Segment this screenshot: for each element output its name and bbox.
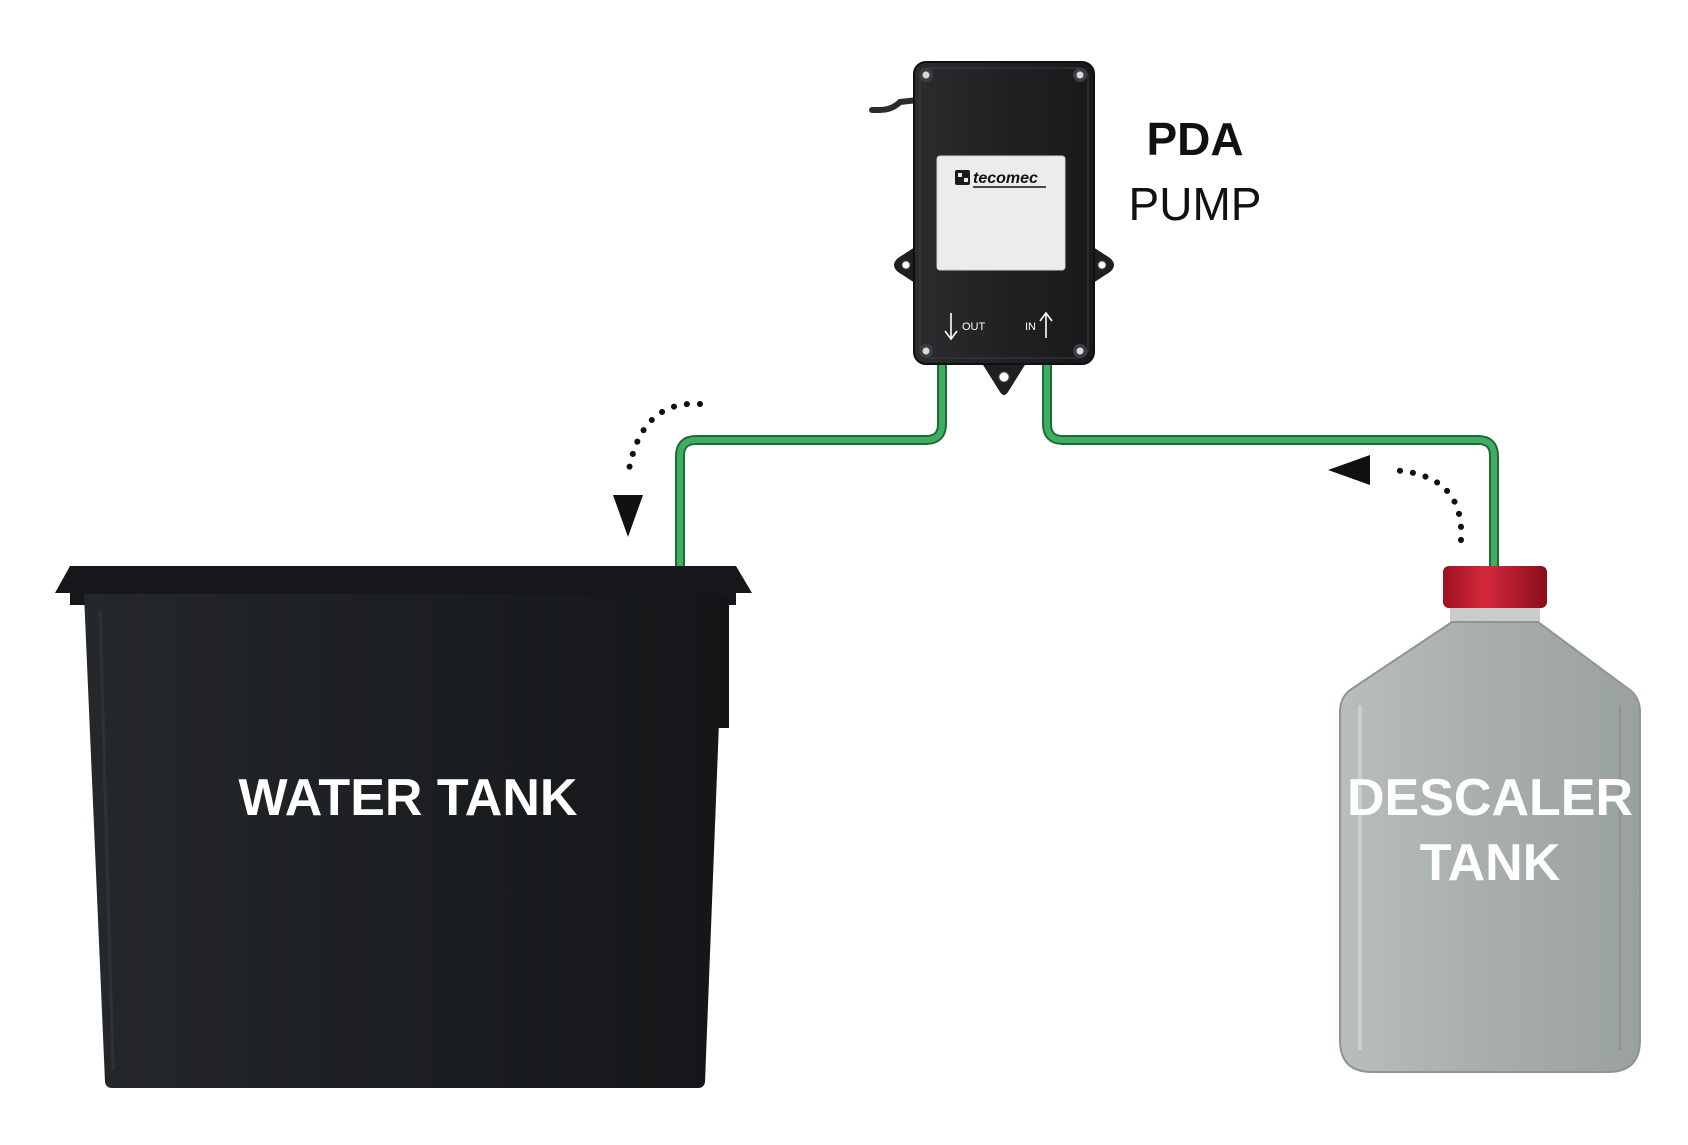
flow-arrow-from-descaler bbox=[1328, 455, 1465, 543]
water-tank: WATER TANK bbox=[55, 566, 752, 1088]
pump-title-line2: PUMP bbox=[1129, 178, 1262, 230]
hose-in-from-descaler bbox=[1042, 359, 1499, 575]
port-in-label: IN bbox=[1025, 321, 1036, 333]
pda-pump: tecomec OUT IN bbox=[869, 61, 1114, 395]
pump-screws bbox=[919, 68, 1087, 358]
descaler-tank: DESCALER TANK bbox=[1339, 566, 1641, 1073]
descaler-label-line1: DESCALER bbox=[1347, 769, 1633, 827]
hose-out-to-water-tank bbox=[675, 359, 947, 575]
up-arrow-icon bbox=[1039, 311, 1053, 338]
tecomec-logo-icon bbox=[955, 170, 970, 185]
port-out-label: OUT bbox=[962, 321, 986, 333]
descaler-cap bbox=[1443, 566, 1547, 608]
pump-brand: tecomec bbox=[973, 170, 1038, 187]
water-tank-label: WATER TANK bbox=[239, 769, 578, 827]
flow-arrow-to-water-tank bbox=[613, 400, 703, 537]
descaler-label-line2: TANK bbox=[1420, 834, 1561, 892]
power-cable bbox=[869, 97, 921, 113]
down-arrow-icon bbox=[944, 313, 958, 341]
pump-title-line1: PDA bbox=[1146, 113, 1243, 165]
